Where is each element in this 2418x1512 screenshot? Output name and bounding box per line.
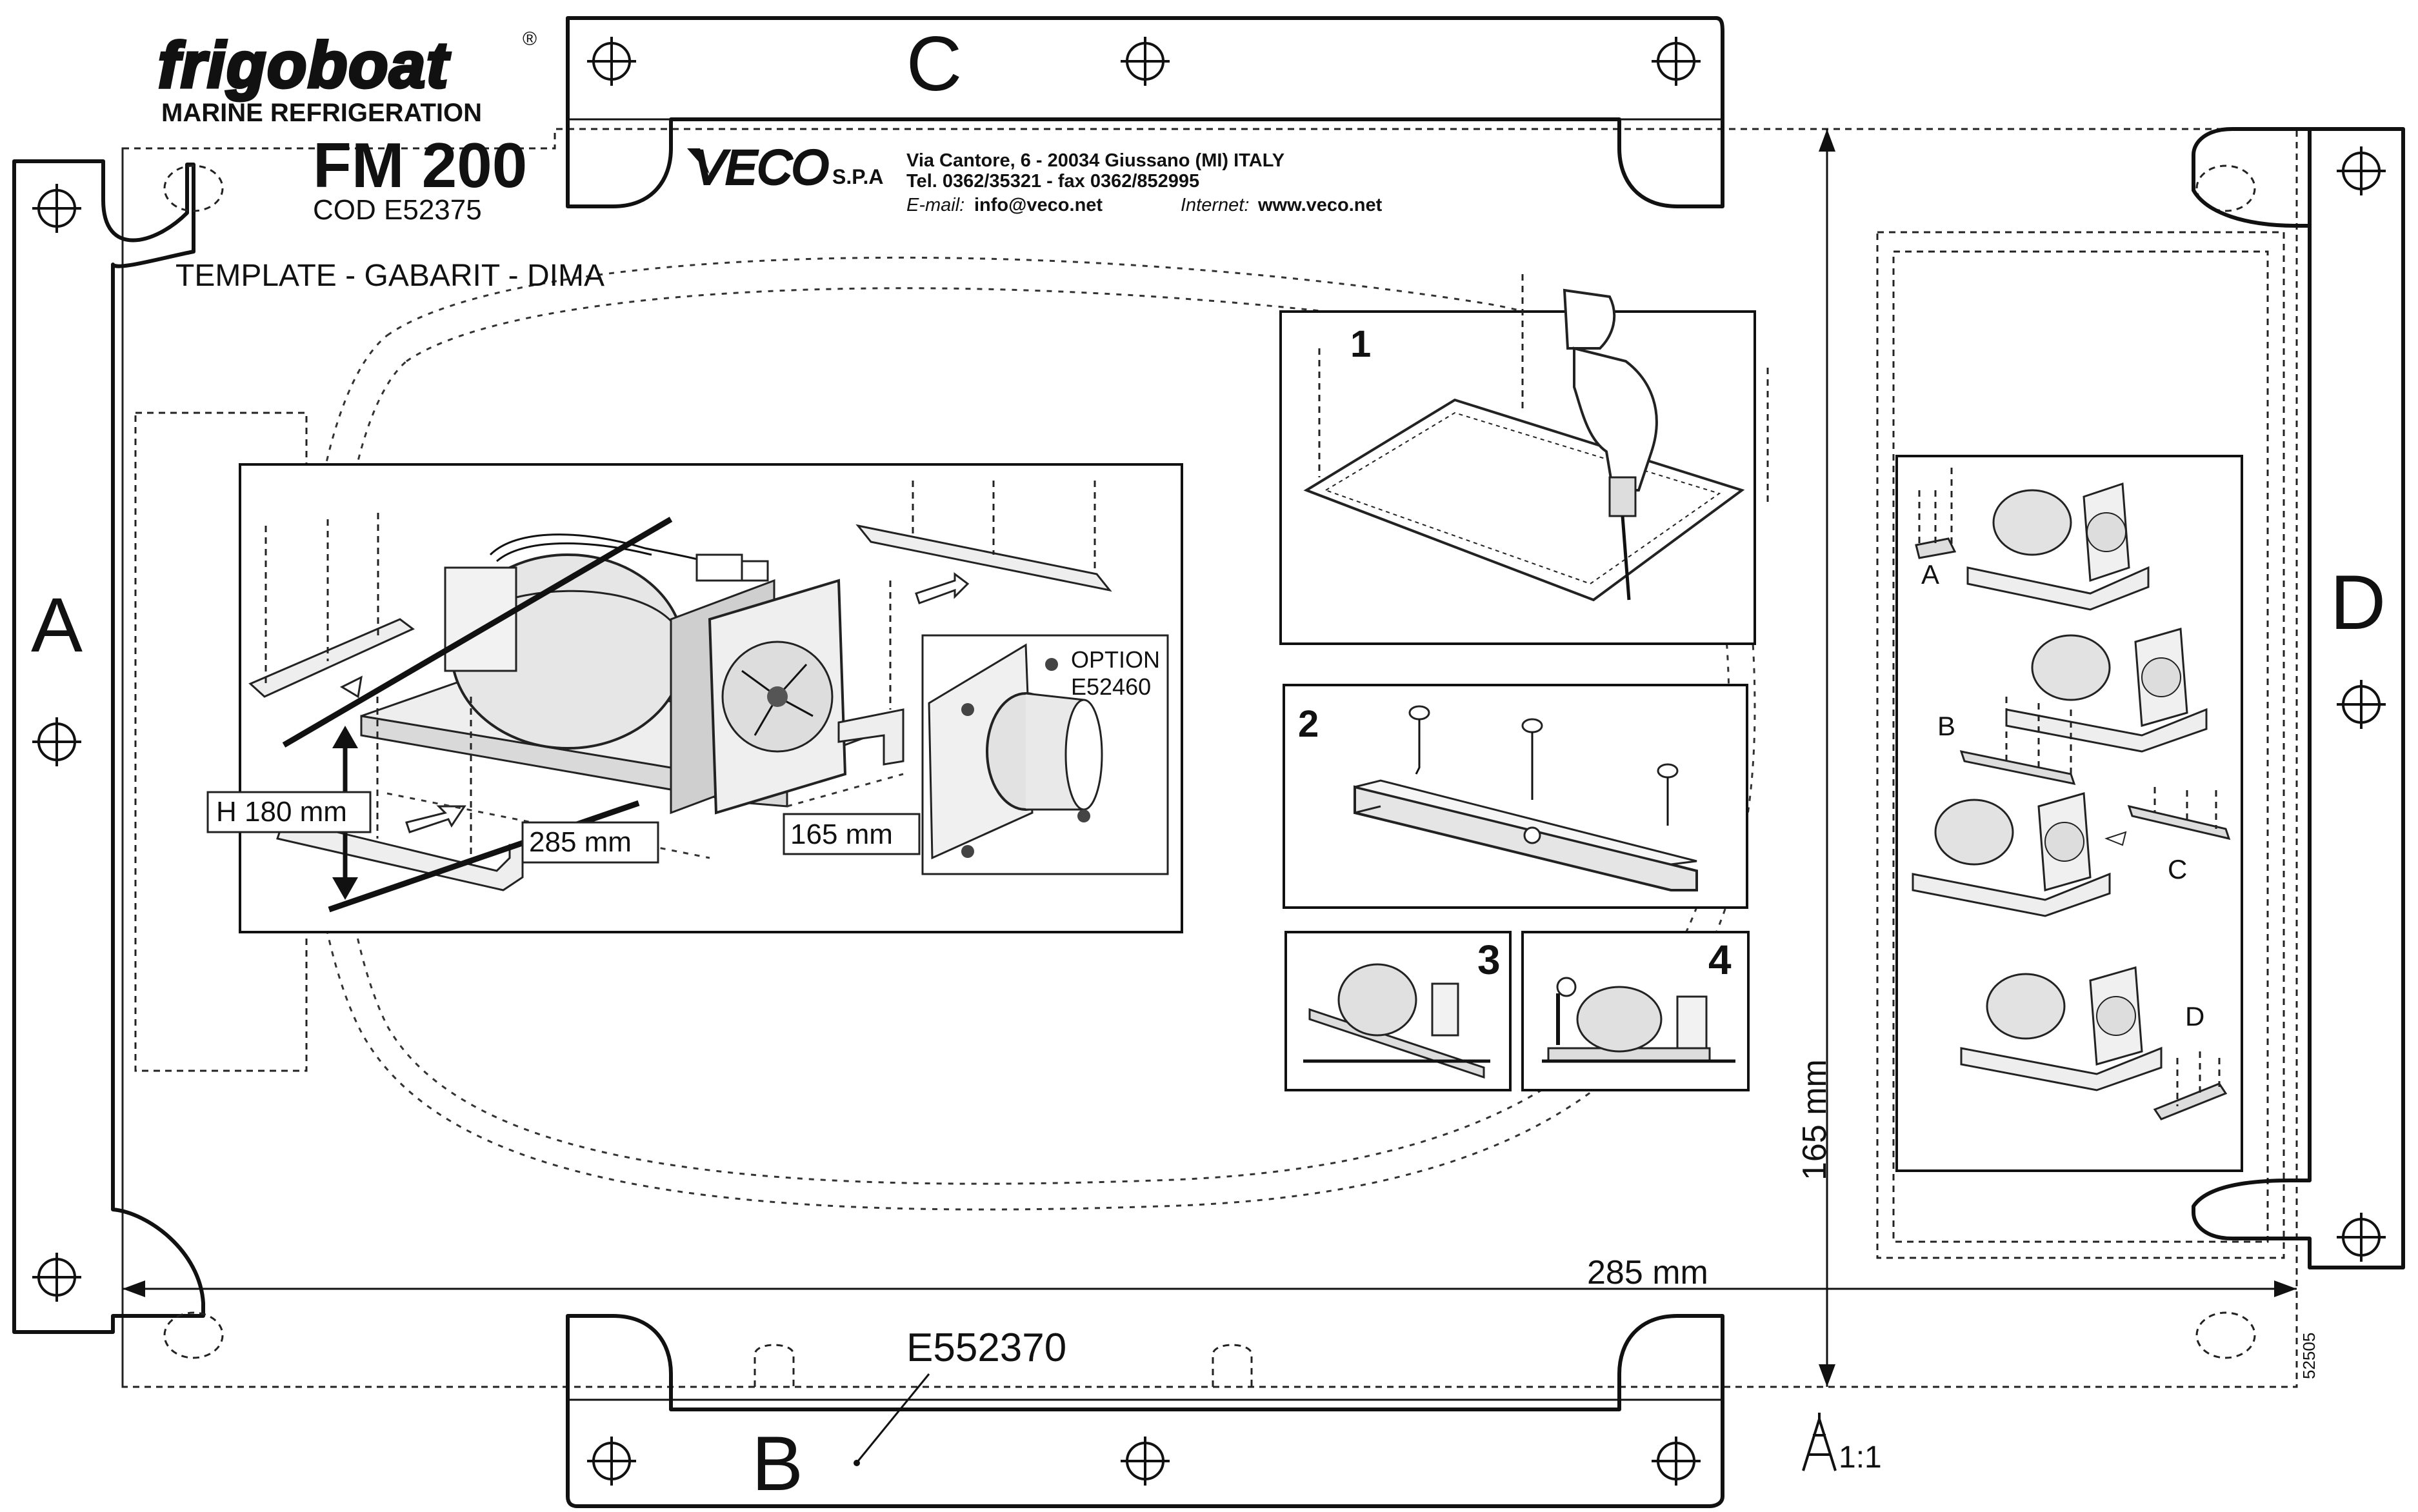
step-3-number: 3 [1477, 937, 1501, 983]
doc-number: 52505 [2299, 1333, 2319, 1379]
step-2-number: 2 [1298, 703, 1319, 745]
option-code: E52460 [1071, 673, 1151, 700]
mount-hole-b1 [587, 1437, 636, 1486]
manufacturer-name: VECO [694, 141, 829, 194]
height-label: H 180 mm [216, 796, 347, 828]
bracket-d: D [2192, 127, 2405, 1269]
mount-hole-d1 [2337, 146, 2386, 195]
internet-label: Internet: [1181, 195, 1249, 215]
brand-logo: frigoboat [158, 29, 450, 101]
height-ref-bottom [328, 800, 640, 913]
right-cutout-outline [1876, 231, 2285, 1259]
sequence-step-a [1915, 468, 2150, 611]
scale-block: 1:1 [1802, 1413, 1882, 1475]
sequence-label-d: D [2185, 1001, 2204, 1031]
mount-hole-c2 [1121, 37, 1170, 86]
manufacturer-suffix: S.P.A [832, 165, 883, 188]
bracket-c-drawing [837, 481, 1112, 766]
product-code: COD E52375 [313, 194, 482, 226]
compressor-drawing [444, 533, 769, 750]
bracket-code-leader [857, 1373, 930, 1462]
mount-hole-b2 [1121, 1437, 1170, 1486]
vertical-dimension-label: 165 mm [1796, 1059, 1833, 1180]
registered-mark: ® [523, 28, 537, 50]
option-box [921, 634, 1169, 875]
length-label-box [521, 821, 659, 864]
model-name: FM 200 [313, 130, 527, 201]
manufacturer-block: VECO S.P.A Via Cantore, 6 - 20034 Giussa… [687, 139, 1383, 215]
sequence-step-c [1912, 787, 2231, 917]
veco-logo-mark [687, 148, 710, 174]
slot-holes [163, 164, 2256, 1359]
step-1-panel: 1 [1279, 274, 1769, 645]
email-label: E-mail: [906, 195, 964, 215]
step-3-panel: 3 [1284, 931, 1512, 1091]
bracket-d-label: D [2330, 559, 2386, 646]
bracket-c: C [566, 16, 1724, 208]
mount-hole-d3 [2337, 1213, 2386, 1262]
template-outline [121, 128, 2298, 1388]
website: www.veco.net [1257, 195, 1383, 215]
brand-tagline: MARINE REFRIGERATION [161, 99, 482, 127]
sequence-step-b [1959, 628, 2208, 785]
email-address: info@veco.net [974, 195, 1103, 215]
width-label-box [783, 813, 921, 855]
sequence-panel: A B C [1895, 455, 2243, 1172]
brand-block: frigoboat ® MARINE REFRIGERATION FM 200 … [157, 28, 604, 293]
sequence-label-c: C [2168, 854, 2187, 884]
mount-hole-c1 [587, 37, 636, 86]
step-4-panel: 4 [1521, 931, 1750, 1091]
condenser-fan-drawing [670, 579, 847, 815]
bracket-b-label: B [752, 1420, 803, 1507]
height-ref-top [282, 517, 673, 748]
sequence-label-a: A [1921, 559, 1939, 590]
bracket-a-drawing [248, 513, 415, 699]
step-1-number: 1 [1350, 323, 1371, 365]
manufacturer-address: Via Cantore, 6 - 20034 Giussano (MI) ITA… [906, 150, 1284, 171]
horizontal-dimension: 285 mm [123, 1254, 2297, 1297]
mount-hole-c3 [1652, 37, 1701, 86]
bracket-a: A [12, 159, 205, 1334]
mount-hole-b3 [1652, 1437, 1701, 1486]
height-label-box [206, 791, 372, 833]
main-illustration: H 180 mm 285 mm 165 mm OPTION E52460 [206, 463, 1183, 933]
mount-hole-a2 [32, 717, 81, 766]
step-4-number: 4 [1708, 937, 1732, 983]
scale-icon [1802, 1413, 1837, 1471]
sequence-step-d [1960, 966, 2228, 1120]
step-2-panel: 2 [1283, 684, 1748, 909]
mount-hole-a3 [32, 1253, 81, 1302]
scale-label: 1:1 [1839, 1440, 1882, 1475]
template-label: TEMPLATE - GABARIT - DIMA [175, 259, 604, 293]
leader-dot [854, 1460, 860, 1466]
bracket-b: B E552370 [566, 1314, 1724, 1508]
horizontal-dimension-label: 285 mm [1587, 1254, 1708, 1291]
right-cutout-inner [1892, 250, 2269, 1243]
option-label: OPTION [1071, 646, 1160, 673]
mount-hole-d2 [2337, 680, 2386, 729]
bracket-code: E552370 [906, 1326, 1066, 1370]
bracket-a-label: A [31, 582, 83, 668]
vertical-dimension: 165 mm [1796, 129, 1835, 1387]
sequence-label-b: B [1937, 711, 1955, 741]
manufacturer-phone: Tel. 0362/35321 - fax 0362/852995 [906, 171, 1199, 192]
length-label: 285 mm [529, 826, 632, 858]
mount-hole-a1 [32, 184, 81, 233]
width-label: 165 mm [790, 819, 893, 850]
bracket-c-label: C [906, 21, 963, 107]
